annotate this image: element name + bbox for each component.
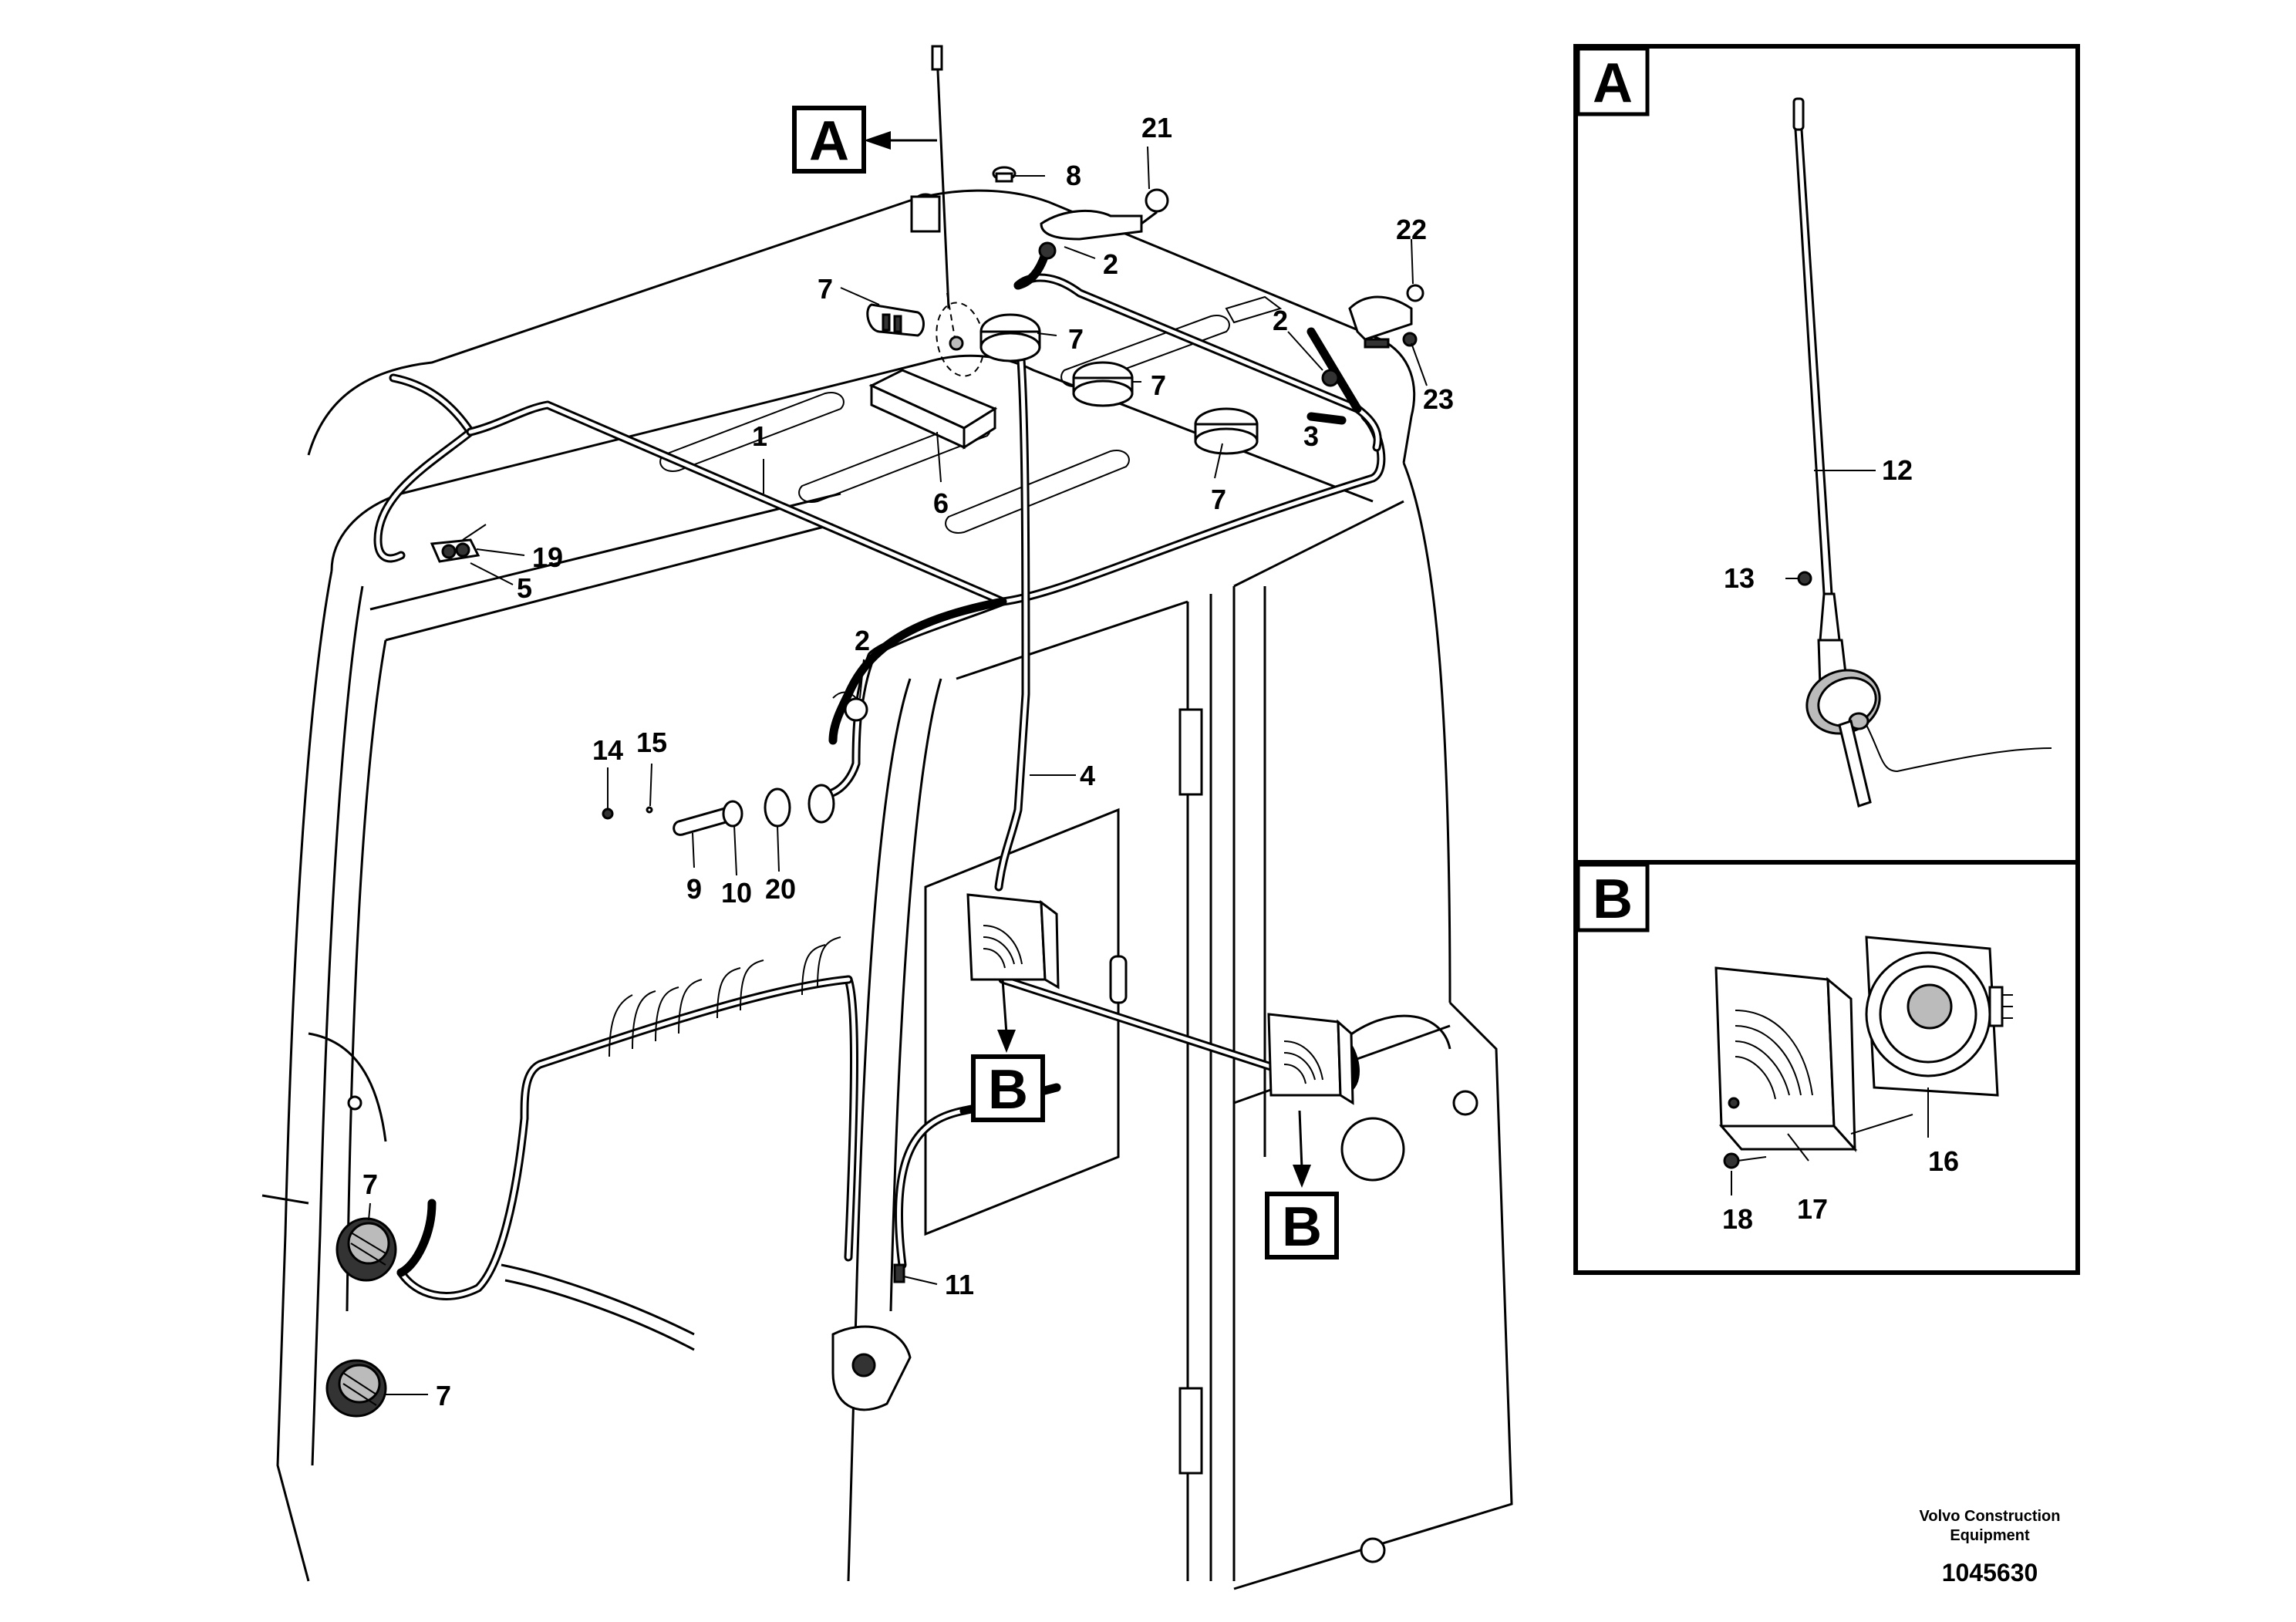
view-label-b-right: B	[1265, 1192, 1339, 1259]
callout-7-left-2: 7	[436, 1380, 451, 1411]
callout-13: 13	[1724, 562, 1755, 594]
speaker-left-main	[966, 893, 1060, 990]
speaker-right-main	[1267, 1013, 1354, 1105]
callout-18: 18	[1722, 1203, 1753, 1235]
callout-5: 5	[517, 572, 532, 604]
view-b-label-left: B	[988, 1059, 1028, 1121]
callout-2-top: 2	[1103, 248, 1118, 280]
callout-1: 1	[752, 420, 767, 452]
callout-20: 20	[765, 873, 796, 905]
callout-16: 16	[1928, 1145, 1959, 1177]
inset-a-label: A	[1593, 52, 1633, 114]
callout-7-top-mid: 7	[1068, 323, 1084, 355]
callout-21: 21	[1141, 112, 1172, 143]
callout-6: 6	[933, 487, 949, 519]
callout-3: 3	[1303, 420, 1319, 452]
callout-9: 9	[686, 873, 702, 905]
callout-7-roof-right: 7	[1211, 484, 1226, 515]
callout-7-left-1: 7	[362, 1168, 378, 1200]
drawing-number: 1045630	[1942, 1559, 2038, 1587]
callout-8: 8	[1066, 160, 1081, 191]
grille-top-left	[866, 303, 925, 337]
inset-b: B 16 17 18	[1573, 860, 2080, 1275]
grille-top-right	[1072, 361, 1134, 407]
antenna-rod	[936, 53, 950, 309]
callout-19: 19	[532, 541, 563, 573]
cab-body	[261, 189, 1513, 1590]
callout-14: 14	[592, 734, 623, 766]
callout-2-right: 2	[1273, 305, 1288, 336]
callout-7-roof: 7	[1151, 369, 1166, 401]
company-line2: Equipment	[1950, 1527, 2030, 1544]
callouts-main: 21 8 2 7 7 7 7 6 22 2 23 3 1 19 5 2 4 14…	[362, 112, 1454, 1411]
company-line1: Volvo Construction	[1920, 1508, 2061, 1525]
callout-15: 15	[636, 727, 667, 758]
view-a-label: A	[809, 110, 849, 172]
callout-17: 17	[1797, 1193, 1828, 1225]
callout-4: 4	[1080, 760, 1095, 791]
view-label-b-left: B	[971, 1054, 1045, 1122]
grille-left-2	[325, 1359, 387, 1418]
inset-b-label: B	[1593, 868, 1633, 930]
callout-2-lower: 2	[855, 625, 870, 656]
parts-main-view	[325, 45, 1424, 1418]
callout-10: 10	[721, 877, 752, 909]
leader-lines	[368, 131, 1428, 1395]
footer: Volvo Construction Equipment 1045630	[1920, 1508, 2061, 1587]
grille-roof-right	[1194, 407, 1259, 455]
grille-left-1	[335, 1217, 397, 1282]
grille-top-mid	[979, 313, 1041, 363]
view-b-label-right: B	[1282, 1196, 1322, 1258]
callout-12: 12	[1882, 454, 1913, 486]
callout-23: 23	[1423, 383, 1454, 415]
callout-22: 22	[1396, 214, 1427, 245]
view-label-a-main: A	[792, 106, 866, 174]
callout-7-top-left: 7	[818, 273, 833, 305]
callout-11: 11	[945, 1269, 974, 1300]
inset-a: A 12 13	[1573, 44, 2080, 865]
